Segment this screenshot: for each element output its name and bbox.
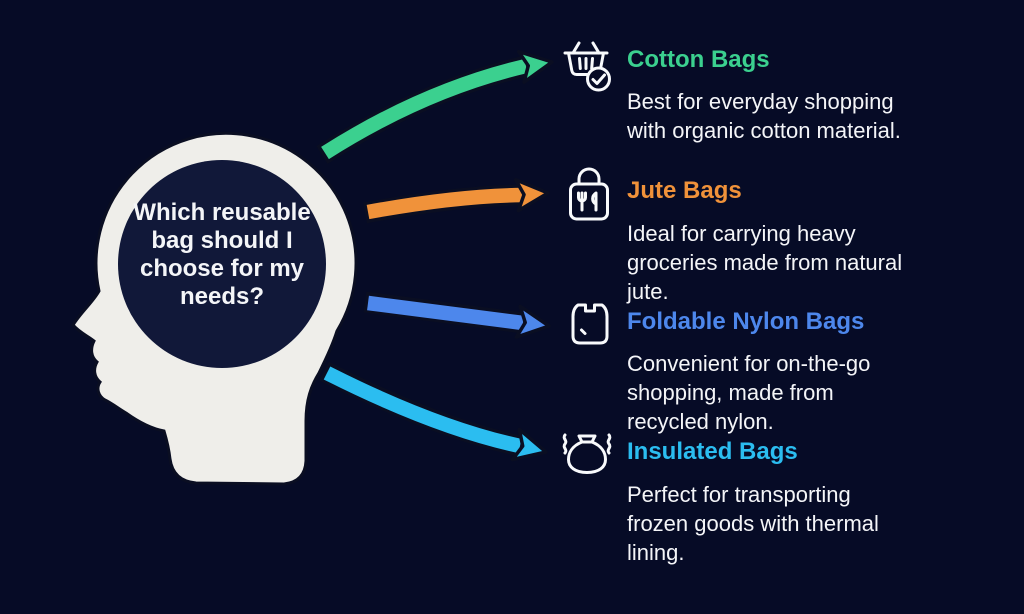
plastic-bag-icon — [564, 298, 616, 350]
arrow-nylon — [363, 291, 551, 339]
cotton-bags-title: Cotton Bags — [627, 46, 770, 73]
jute-bags-description: Ideal for carrying heavy groceries made … — [627, 221, 903, 304]
arrow-jute — [363, 178, 550, 224]
central-question: Which reusable bag should I choose for m… — [133, 199, 311, 310]
foldable-nylon-bags-description: Convenient for on-the-go shopping, made … — [627, 351, 871, 434]
insulated-sack-icon — [557, 426, 617, 484]
brain-circle — [118, 160, 326, 368]
cotton-bags-description: Best for everyday shopping with organic … — [627, 89, 901, 143]
arrow-insulated — [319, 361, 548, 462]
insulated-bags-description: Perfect for transporting frozen goods wi… — [627, 482, 879, 565]
jute-bags-title: Jute Bags — [627, 177, 742, 204]
foldable-nylon-bags-title: Foldable Nylon Bags — [627, 308, 865, 335]
insulated-bags-title: Insulated Bags — [627, 438, 798, 465]
shopping-basket-check-icon — [557, 37, 615, 95]
tote-bag-cutlery-icon — [562, 167, 616, 227]
head-silhouette — [71, 131, 358, 486]
arrow-cotton — [316, 49, 554, 164]
